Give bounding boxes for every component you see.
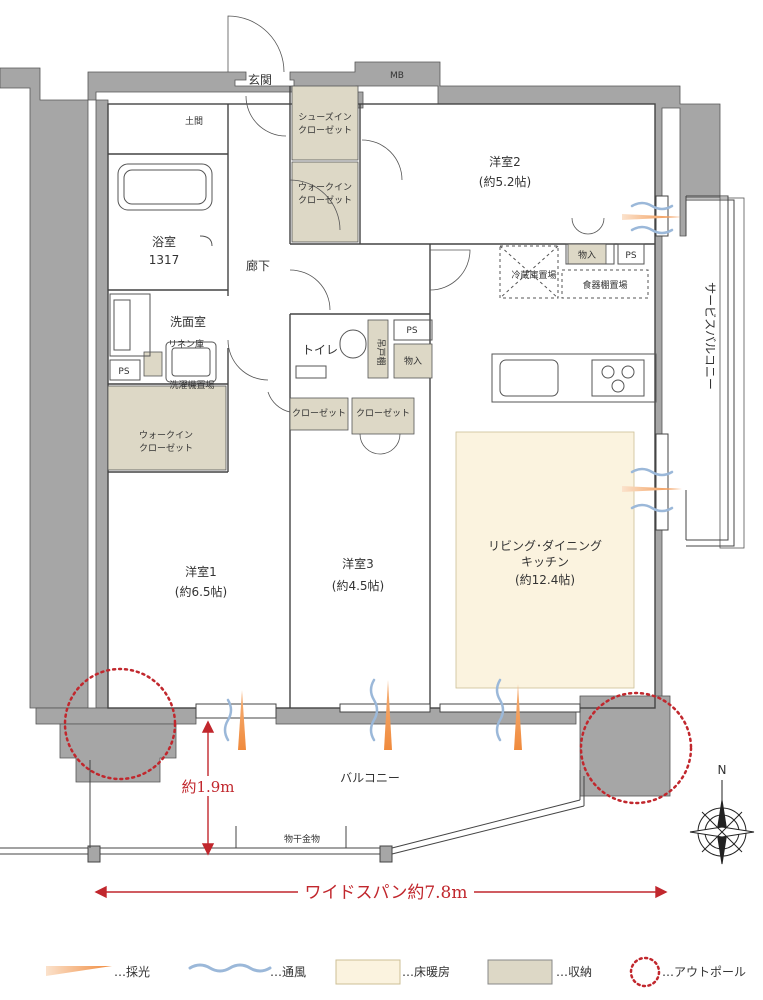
ps-label-1: PS (625, 251, 636, 261)
storage-mono-label-1: 物入 (578, 249, 596, 261)
western2-size: (約5.2帖) (479, 174, 531, 189)
legend-outpole-icon (629, 956, 661, 988)
ldk-label-1: リビング･ダイニング (488, 538, 602, 553)
drying-rack-label: 物干金物 (284, 833, 320, 845)
balcony-label: バルコニー (340, 771, 400, 785)
service-balcony-label: サービスバルコニー (703, 282, 717, 390)
entrance-label: 玄関 (248, 72, 272, 87)
ldk-label-2: キッチン (521, 555, 569, 569)
linen-label: リネン庫 (168, 338, 204, 350)
legend-light-icon (46, 966, 112, 976)
bath-size: 1317 (149, 253, 180, 267)
shoes-closet-label-2: クローゼット (298, 124, 352, 136)
western1-label: 洋室1 (185, 564, 217, 579)
outpole-markers (63, 667, 693, 805)
legend-storage-icon (487, 959, 553, 985)
closet-label-1: クローゼット (292, 407, 346, 419)
walkin-closet-1-label-2: クローゼット (139, 442, 193, 454)
fixtures (109, 243, 657, 403)
hallway-label: 廊下 (246, 258, 270, 273)
compass-rose (689, 780, 755, 865)
toilet-label: トイレ (302, 343, 338, 357)
wide-span-label: ワイドスパン約7.8m (304, 883, 467, 903)
western3-label: 洋室3 (342, 556, 374, 571)
walkin-closet-1-label-1: ウォークイン (139, 430, 193, 441)
ps-label-3: PS (118, 367, 129, 377)
ps-label-2: PS (406, 326, 417, 336)
balcony (0, 760, 585, 863)
legend-light-label: …採光 (114, 965, 150, 979)
walkin-closet-2-label-1: ウォークイン (298, 182, 352, 193)
balcony-depth-label: 約1.9m (181, 778, 234, 796)
storage-mono-label-2: 物入 (404, 355, 422, 367)
shoes-closet-label-1: シューズイン (298, 111, 352, 123)
legend-floor-heating-icon (335, 959, 401, 985)
legend-floor-heating-label: …床暖房 (402, 964, 450, 979)
legend-wind-icon (188, 963, 272, 973)
doma-label: 土間 (185, 115, 203, 127)
mb-label: MB (390, 71, 404, 81)
legend: …採光 …通風 …床暖房 …収納 …アウトポール (46, 956, 746, 988)
storage-areas (107, 85, 607, 471)
doors (227, 15, 605, 455)
legend-wind-label: …通風 (270, 965, 306, 979)
closet-label-2: クローゼット (356, 407, 410, 419)
western1-size: (約6.5帖) (175, 584, 227, 599)
cabinet-label: 吊戸棚 (375, 338, 387, 365)
bathtub (117, 163, 213, 247)
service-balcony-rails (685, 195, 735, 547)
wind-markers (223, 201, 674, 742)
window-frames (195, 195, 669, 719)
bath-label: 浴室 (152, 234, 176, 249)
washroom-label: 洗面室 (170, 314, 206, 329)
western2-label: 洋室2 (489, 154, 521, 169)
dimension-labels: 約1.9m ワイドスパン約7.8m (176, 776, 474, 904)
ldk-size: (約12.4帖) (515, 572, 575, 587)
fridge-label: 冷蔵庫置場 (511, 269, 556, 281)
western3-size: (約4.5帖) (332, 578, 384, 593)
washer-label: 洗濯機置場 (169, 379, 214, 391)
room-labels: 玄関 土間 MB シューズイン クローゼット ウォークイン クローゼット 洋室2… (118, 71, 726, 845)
light-markers (238, 214, 682, 750)
legend-storage-label: …収納 (556, 965, 592, 979)
legend-outpole-label: …アウトポール (662, 965, 746, 979)
dishwasher-label: 食器棚置場 (582, 279, 627, 291)
walkin-closet-2-label-2: クローゼット (298, 194, 352, 206)
compass-north-label: N (718, 763, 727, 777)
floor-heating-area (455, 431, 635, 689)
